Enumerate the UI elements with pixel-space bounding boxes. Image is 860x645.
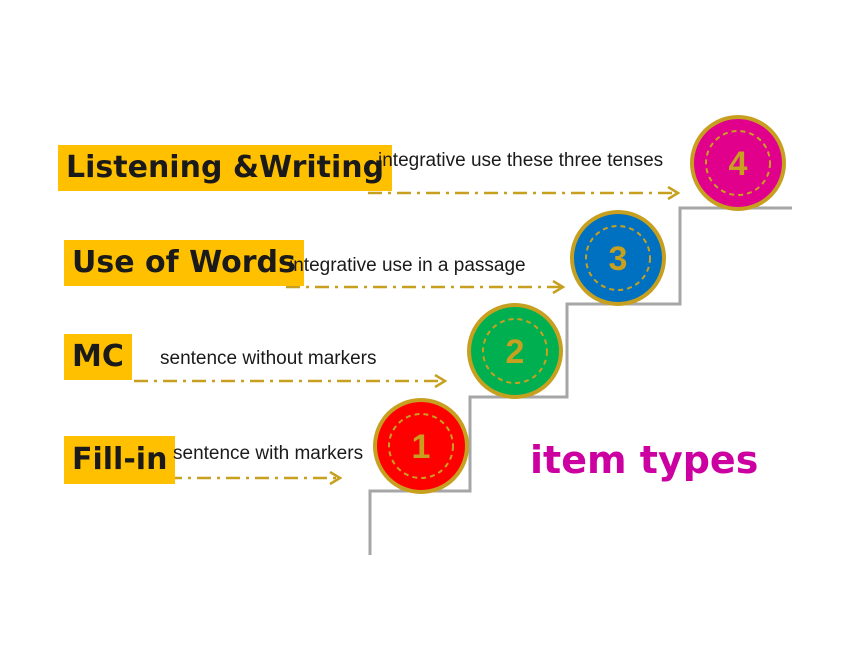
arrow-head-2 bbox=[434, 373, 448, 389]
level-description-3: integrative use in a passage bbox=[289, 255, 526, 276]
arrow-set bbox=[134, 185, 681, 486]
arrow-head-3 bbox=[552, 279, 566, 295]
level-number-2: 2 bbox=[506, 333, 525, 371]
staircase-line bbox=[368, 206, 792, 555]
level-circle-1: 1 bbox=[373, 398, 469, 494]
diagram-title: item types bbox=[530, 438, 759, 482]
level-circle-4: 4 bbox=[690, 115, 786, 211]
level-label-2: MC bbox=[64, 334, 132, 380]
level-label-4: Listening &Writing bbox=[58, 145, 393, 191]
level-number-1: 1 bbox=[412, 428, 431, 466]
level-description-4: integrative use these three tenses bbox=[378, 150, 664, 171]
level-description-1: sentence with markers bbox=[173, 443, 364, 464]
level-label-1: Fill-in bbox=[64, 436, 176, 484]
level-circle-2: 2 bbox=[467, 303, 563, 399]
level-number-4: 4 bbox=[729, 145, 748, 183]
level-label-3: Use of Words bbox=[64, 240, 304, 286]
level-circle-3: 3 bbox=[570, 210, 666, 306]
arrow-head-1 bbox=[329, 470, 343, 486]
level-number-3: 3 bbox=[609, 240, 628, 278]
arrow-head-4 bbox=[667, 185, 681, 201]
level-description-2: sentence without markers bbox=[160, 348, 377, 369]
